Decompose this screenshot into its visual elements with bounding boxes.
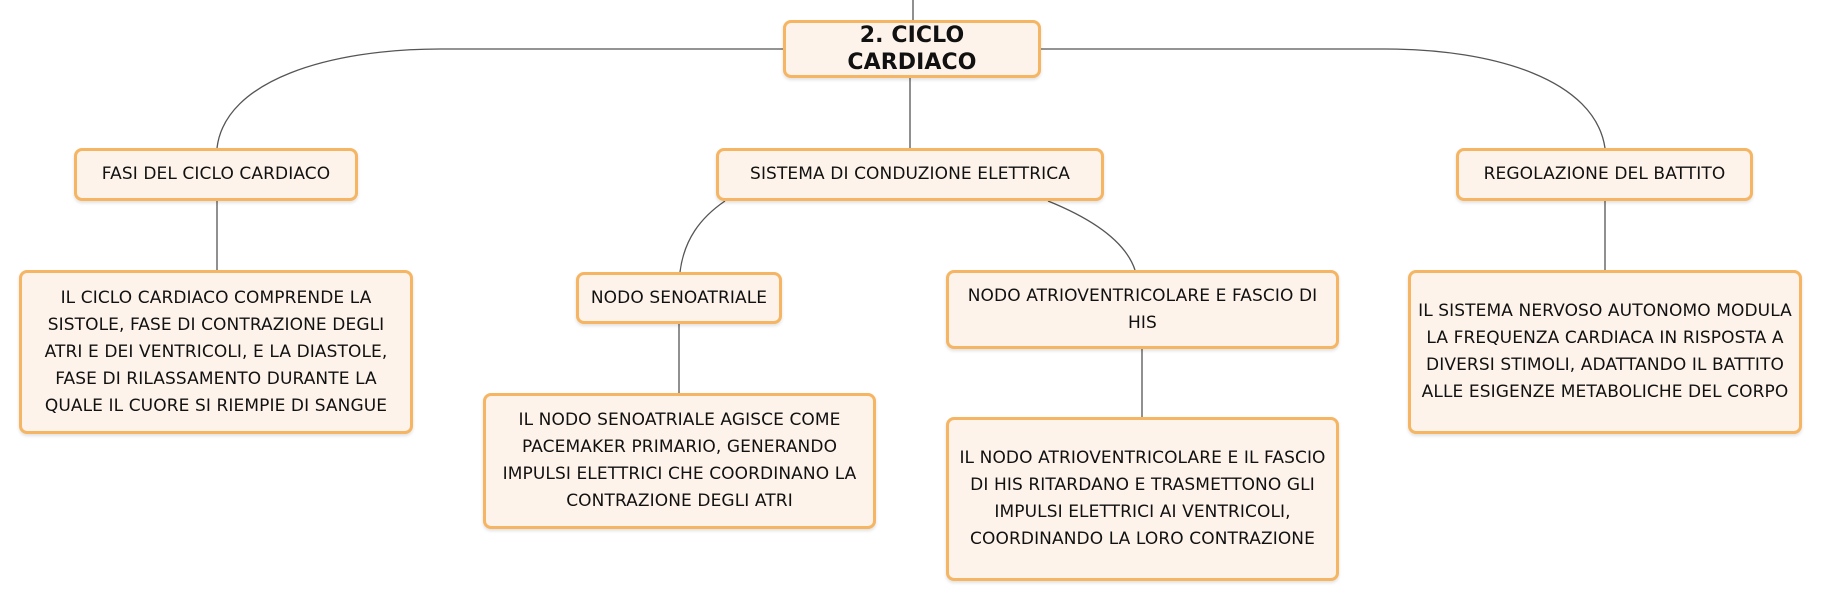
link-root-fasi xyxy=(216,48,783,149)
node-conduzione-label: SISTEMA DI CONDUZIONE ELETTRICA xyxy=(750,164,1070,184)
node-fasi-detail[interactable]: IL CICLO CARDIACO COMPRENDE LA SISTOLE, … xyxy=(19,270,413,434)
node-regolazione-detail[interactable]: IL SISTEMA NERVOSO AUTONOMO MODULA LA FR… xyxy=(1408,270,1802,434)
node-nodo-senoatriale[interactable]: NODO SENOATRIALE xyxy=(576,272,782,324)
node-fasi-detail-text: IL CICLO CARDIACO COMPRENDE LA SISTOLE, … xyxy=(44,287,388,416)
link-conduzione-sa xyxy=(679,200,726,273)
node-regolazione-detail-text: IL SISTEMA NERVOSO AUTONOMO MODULA LA FR… xyxy=(1418,301,1792,402)
node-av-detail[interactable]: IL NODO ATRIOVENTRICOLARE E IL FASCIO DI… xyxy=(946,417,1339,581)
node-av-detail-text: IL NODO ATRIOVENTRICOLARE E IL FASCIO DI… xyxy=(959,448,1326,549)
link-root-regolazione xyxy=(1041,48,1606,149)
node-nodo-senoatriale-label: NODO SENOATRIALE xyxy=(590,287,768,308)
node-fasi-label: FASI DEL CICLO CARDIACO xyxy=(101,164,331,184)
node-regolazione-label: REGOLAZIONE DEL BATTITO xyxy=(1483,164,1726,184)
node-regolazione[interactable]: REGOLAZIONE DEL BATTITO xyxy=(1456,148,1753,201)
root-node[interactable]: 2. CICLO CARDIACO xyxy=(783,20,1041,78)
node-senoatriale-detail[interactable]: IL NODO SENOATRIALE AGISCE COME PACEMAKE… xyxy=(483,393,876,529)
node-nodo-av[interactable]: NODO ATRIOVENTRICOLARE E FASCIO DI HIS xyxy=(946,270,1339,349)
node-conduzione[interactable]: SISTEMA DI CONDUZIONE ELETTRICA xyxy=(716,148,1104,201)
root-label: 2. CICLO CARDIACO xyxy=(847,23,977,75)
node-senoatriale-detail-text: IL NODO SENOATRIALE AGISCE COME PACEMAKE… xyxy=(502,410,857,511)
node-fasi[interactable]: FASI DEL CICLO CARDIACO xyxy=(74,148,358,201)
node-nodo-av-label: NODO ATRIOVENTRICOLARE E FASCIO DI HIS xyxy=(967,285,1318,333)
link-conduzione-av xyxy=(1047,200,1136,271)
